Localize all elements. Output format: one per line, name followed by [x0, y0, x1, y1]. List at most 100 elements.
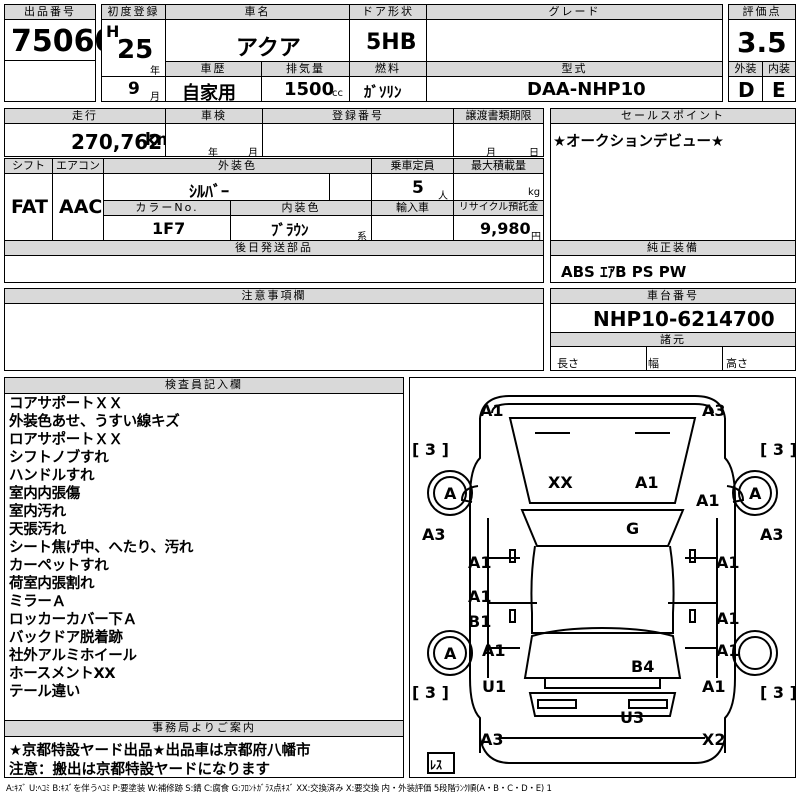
- max-load-unit: kg: [528, 187, 541, 198]
- mark-door-lr: A1: [468, 587, 492, 606]
- ext-color-extra: [329, 173, 372, 201]
- mark-windshield: G: [626, 519, 639, 538]
- sales-point-box: ★オークションデビュー★: [550, 123, 796, 241]
- registration-label: 登録番号: [262, 108, 454, 124]
- equipment-box: ABS ｴｱB PS PW: [550, 255, 796, 283]
- inspector-note: 室内汚れ: [9, 504, 66, 520]
- int-color-value: ﾌﾞﾗｳﾝ: [271, 221, 309, 239]
- capacity-value: 5: [412, 178, 424, 198]
- sales-point-label: セールスポイント: [550, 108, 796, 124]
- month-unit: 月: [150, 92, 160, 103]
- diagram-labels: A1 A3 [ 3 ] [ 3 ] A A XX A1 A1 G A3 A3 A…: [412, 401, 797, 772]
- aircon-label: エアコン: [52, 158, 104, 174]
- inspector-note: 社外アルミホイール: [9, 648, 137, 664]
- inspection-year-unit: 年: [208, 148, 218, 159]
- mark-rear-quarter-l: A1: [482, 641, 506, 660]
- mark-wheel-fl: A: [444, 484, 457, 503]
- shift-box: FAT: [4, 173, 53, 241]
- aircon-value: AAC: [59, 196, 103, 218]
- first-reg-label: 初度登録: [101, 4, 166, 20]
- aircon-box: AAC: [52, 173, 104, 241]
- history-value: 自家用: [182, 83, 236, 104]
- transfer-label: 譲渡書類期限: [453, 108, 544, 124]
- ext-color-value: ｼﾙﾊﾞｰ: [189, 182, 230, 201]
- model-label: 型式: [426, 61, 723, 77]
- mark-right-front-fender: A3: [760, 525, 784, 544]
- door-box: 5HB: [349, 19, 427, 62]
- inspector-label: 検査員記入欄: [4, 377, 404, 394]
- car-name-box: アクア: [165, 19, 350, 62]
- mark-rear-bumper-right: X2: [702, 730, 725, 749]
- mark-left-fender: A3: [422, 525, 446, 544]
- inspector-note: ミラーＡ: [9, 594, 66, 610]
- lot-box: 75060: [4, 19, 115, 61]
- recycle-label: リサイクル預託金: [453, 200, 544, 216]
- model-box: DAA-NHP10: [426, 76, 723, 102]
- grade-label: グレード: [426, 4, 723, 20]
- inspector-note: ハンドルすれ: [9, 468, 95, 484]
- lot-blank: [4, 60, 96, 102]
- chassis-label: 車台番号: [550, 288, 796, 304]
- inspector-note: ロッカーカバー下Ａ: [9, 612, 137, 628]
- inspection-box: 年 月: [165, 123, 263, 159]
- caution-box: [4, 303, 544, 371]
- caution-label: 注意事項欄: [4, 288, 544, 304]
- import-box: [371, 215, 454, 241]
- import-label: 輸入車: [371, 200, 454, 216]
- lot-label: 出品番号: [4, 4, 96, 20]
- office-label: 事務局よりご案内: [4, 720, 404, 737]
- ext-score: D: [738, 78, 755, 102]
- lot-number: 75060: [11, 24, 116, 59]
- max-load-box: kg: [453, 173, 544, 201]
- mark-front-bumper-left: A1: [480, 401, 504, 420]
- shift-label: シフト: [4, 158, 53, 174]
- first-reg-month: 9: [128, 79, 140, 99]
- inspector-note: コアサポートＸＸ: [9, 396, 123, 412]
- color-no-label: カラーNo.: [103, 200, 231, 216]
- year-unit: 年: [150, 66, 160, 77]
- damage-diagram: A1 A3 [ 3 ] [ 3 ] A A XX A1 A1 G A3 A3 A…: [409, 377, 797, 778]
- equipment-label: 純正装備: [550, 240, 796, 256]
- first-reg-box: H 25 年: [101, 19, 166, 77]
- inspector-note: バックドア脱着跡: [9, 630, 123, 646]
- transfer-month-unit: 月: [486, 148, 496, 159]
- sales-point-text: ★オークションデビュー★: [553, 134, 724, 150]
- transfer-day-unit: 日: [529, 148, 539, 159]
- mark-door-lf: A1: [468, 553, 492, 572]
- later-parts-label: 後日発送部品: [4, 240, 544, 256]
- car-name: アクア: [236, 36, 301, 61]
- office-line-1: ★京都特設ヤード出品★出品車は京都府八幡市: [9, 743, 311, 759]
- ext-color-label: 外装色: [103, 158, 372, 174]
- inspection-label: 車検: [165, 108, 263, 124]
- mark-back-right: A1: [702, 677, 726, 696]
- legend: A:ｷｽﾞ U:ﾍｺﾐ B:ｷｽﾞを伴うﾍｺﾐ P:要塗装 W:補修跡 S:錆 …: [6, 784, 552, 794]
- car-outline: [427, 395, 778, 774]
- int-color-box: ﾌﾞﾗｳﾝ 系: [230, 215, 372, 243]
- transfer-box: 月 日: [453, 123, 544, 159]
- fuel-label: 燃料: [349, 61, 427, 77]
- office-line-2: 注意：搬出は京都特設ヤードになります: [9, 762, 270, 778]
- grade-box: [426, 19, 723, 62]
- int-score-box: E: [762, 76, 796, 102]
- int-color-label: 内装色: [230, 200, 372, 216]
- office-box: ★京都特設ヤード出品★出品車は京都府八幡市 注意：搬出は京都特設ヤードになります: [4, 736, 404, 778]
- specs-divider-2: [722, 346, 723, 371]
- int-color-unit: 系: [357, 232, 367, 243]
- mark-back-left: U1: [482, 677, 506, 696]
- recycle-box: 9,980 円: [453, 215, 544, 243]
- registration-box: [262, 123, 454, 157]
- specs-label: 諸元: [550, 332, 796, 347]
- tire-rr-tread: 3: [773, 683, 784, 702]
- equipment-value: ABS ｴｱB PS PW: [561, 263, 687, 281]
- mark-right-fender: A1: [696, 491, 720, 510]
- displacement-value: 1500: [284, 79, 335, 100]
- mark-door-rr: A1: [716, 609, 740, 628]
- recycle-value: 9,980: [480, 219, 531, 238]
- era: H: [106, 22, 120, 41]
- specs-divider-1: [646, 346, 647, 371]
- car-diagram-svg: A1 A3 [ 3 ] [ 3 ] A A XX A1 A1 G A3 A3 A…: [412, 395, 797, 774]
- inspector-note: 室内内張傷: [9, 486, 80, 502]
- later-parts-box: [4, 255, 544, 283]
- mark-hood-right: A1: [635, 473, 659, 492]
